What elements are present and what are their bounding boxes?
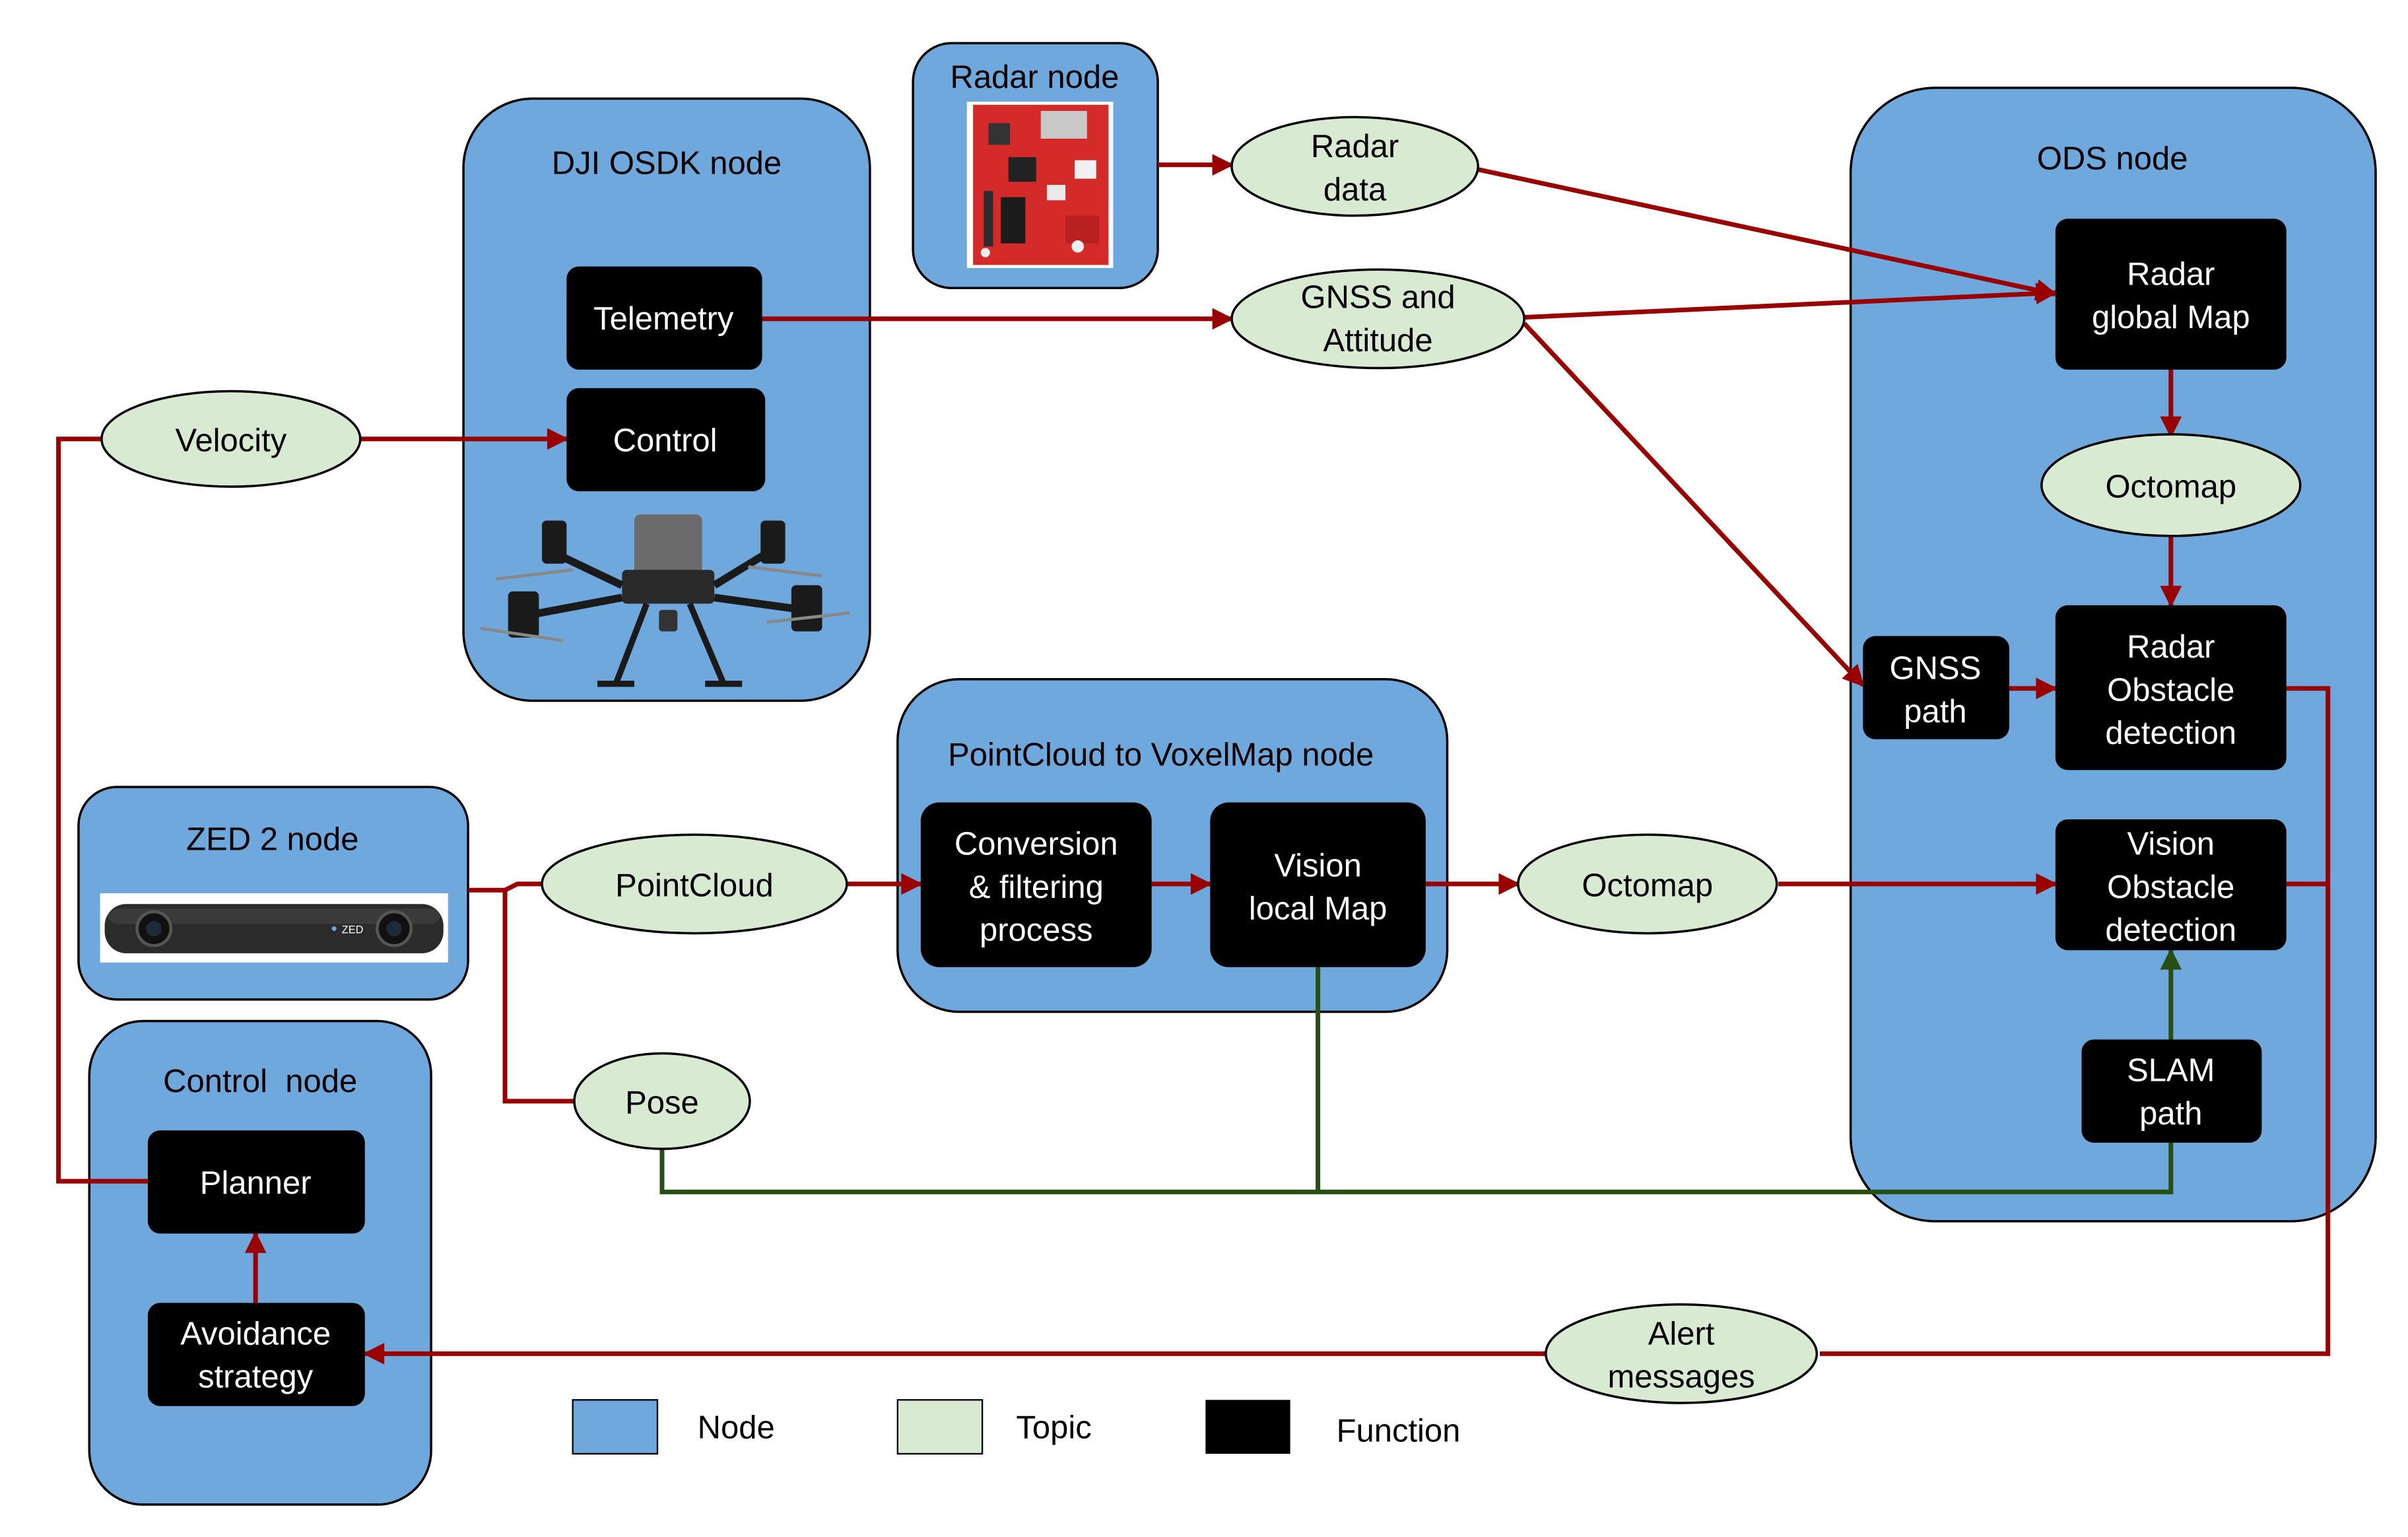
svg-text:Conversion: Conversion [954, 827, 1118, 862]
svg-text:strategy: strategy [198, 1359, 314, 1395]
legend-node-label: Node [698, 1410, 775, 1446]
vision-local-map-function: Vision local Map [1210, 802, 1426, 967]
control-function: Control [566, 388, 766, 492]
svg-text:PointCloud: PointCloud [615, 868, 774, 904]
svg-text:path: path [2139, 1096, 2202, 1132]
legend-topic-label: Topic [1016, 1410, 1091, 1446]
svg-text:Octomap: Octomap [1582, 868, 1713, 904]
telemetry-function: Telemetry [566, 266, 762, 370]
line-radar-obstacle-to-alert [1819, 686, 2331, 1356]
legend-function-label: Function [1337, 1413, 1461, 1449]
svg-text:Velocity: Velocity [175, 423, 286, 459]
conversion-filtering-function: Conversion & filtering process [920, 802, 1152, 967]
svg-text:Planner: Planner [200, 1165, 312, 1201]
svg-text:SLAM: SLAM [2127, 1052, 2215, 1088]
gnss-path-function: GNSS path [1863, 636, 2009, 739]
svg-text:GNSS: GNSS [1890, 651, 1982, 687]
slam-path-function: SLAM path [2081, 1039, 2262, 1143]
svg-text:Vision: Vision [1274, 848, 1362, 883]
green-line-pose-to-slam [659, 1142, 2174, 1194]
drone-image [480, 514, 850, 687]
arrow-gnss-attitude-to-gnss-path [1522, 322, 1865, 687]
svg-text:Vision: Vision [2127, 827, 2215, 862]
svg-text:Radar: Radar [2127, 629, 2215, 665]
octomap-vision-topic: Octomap [1517, 833, 1778, 935]
svg-text:Obstacle: Obstacle [2107, 870, 2234, 905]
legend: Node Topic Function [572, 1399, 1461, 1455]
radar-data-topic: Radar data [1230, 116, 1479, 217]
line-planner-to-velocity [56, 436, 148, 1184]
zed-logo-text: ZED [342, 924, 364, 936]
svg-text:Octomap: Octomap [2105, 469, 2236, 504]
velocity-topic: Velocity [100, 390, 362, 488]
svg-text:Control: Control [613, 423, 718, 459]
arrow-radar-data-to-global-map [1477, 167, 2058, 301]
svg-text:path: path [1904, 694, 1966, 730]
svg-text:Radar: Radar [1311, 129, 1399, 164]
arrow-zed-to-pointcloud [468, 881, 543, 893]
pointcloud-topic: PointCloud [541, 833, 848, 935]
svg-text:Alert: Alert [1648, 1316, 1715, 1351]
svg-text:& filtering: & filtering [969, 870, 1104, 905]
legend-topic-swatch [896, 1399, 984, 1455]
octomap-ods-topic: Octomap [2040, 433, 2302, 537]
gnss-attitude-topic: GNSS and Attitude [1230, 268, 1525, 370]
svg-text:detection: detection [2105, 912, 2236, 948]
svg-text:messages: messages [1607, 1359, 1755, 1395]
planner-function: Planner [147, 1130, 365, 1234]
svg-text:global Map: global Map [2092, 300, 2250, 335]
radar-global-map-function: Radar global Map [2055, 219, 2287, 370]
legend-node-swatch [572, 1399, 659, 1455]
ods-node-title: ODS node [2037, 141, 2188, 177]
legend-function-swatch [1205, 1400, 1290, 1454]
svg-text:GNSS and: GNSS and [1301, 280, 1455, 316]
radar-board-image [966, 102, 1114, 268]
pose-topic: Pose [573, 1052, 751, 1150]
vision-obstacle-detection-function: Vision Obstacle detection [2055, 819, 2287, 951]
svg-text:Telemetry: Telemetry [593, 301, 734, 337]
zed-camera-image: ZED [100, 893, 448, 963]
zed2-node-title: ZED 2 node [186, 822, 358, 858]
line-zed-to-pose [502, 890, 576, 1104]
control-node-title: Control node [163, 1064, 357, 1099]
svg-text:detection: detection [2105, 716, 2236, 751]
svg-text:Attitude: Attitude [1323, 323, 1433, 359]
alert-messages-topic: Alert messages [1545, 1303, 1819, 1404]
pointcloud-voxelmap-node-title: PointCloud to VoxelMap node [948, 737, 1374, 772]
svg-text:Pose: Pose [625, 1085, 699, 1120]
radar-obstacle-detection-function: Radar Obstacle detection [2055, 605, 2287, 770]
radar-node-title: Radar node [950, 59, 1119, 95]
svg-text:data: data [1323, 172, 1387, 207]
dji-osdk-node-title: DJI OSDK node [552, 146, 782, 182]
svg-text:Avoidance: Avoidance [180, 1316, 331, 1351]
svg-text:local Map: local Map [1249, 891, 1388, 927]
avoidance-strategy-function: Avoidance strategy [147, 1303, 365, 1406]
svg-text:Radar: Radar [2127, 257, 2215, 292]
arrow-gnss-attitude-to-global-map [1523, 283, 2058, 320]
svg-text:Obstacle: Obstacle [2107, 672, 2234, 708]
svg-text:process: process [980, 912, 1092, 948]
